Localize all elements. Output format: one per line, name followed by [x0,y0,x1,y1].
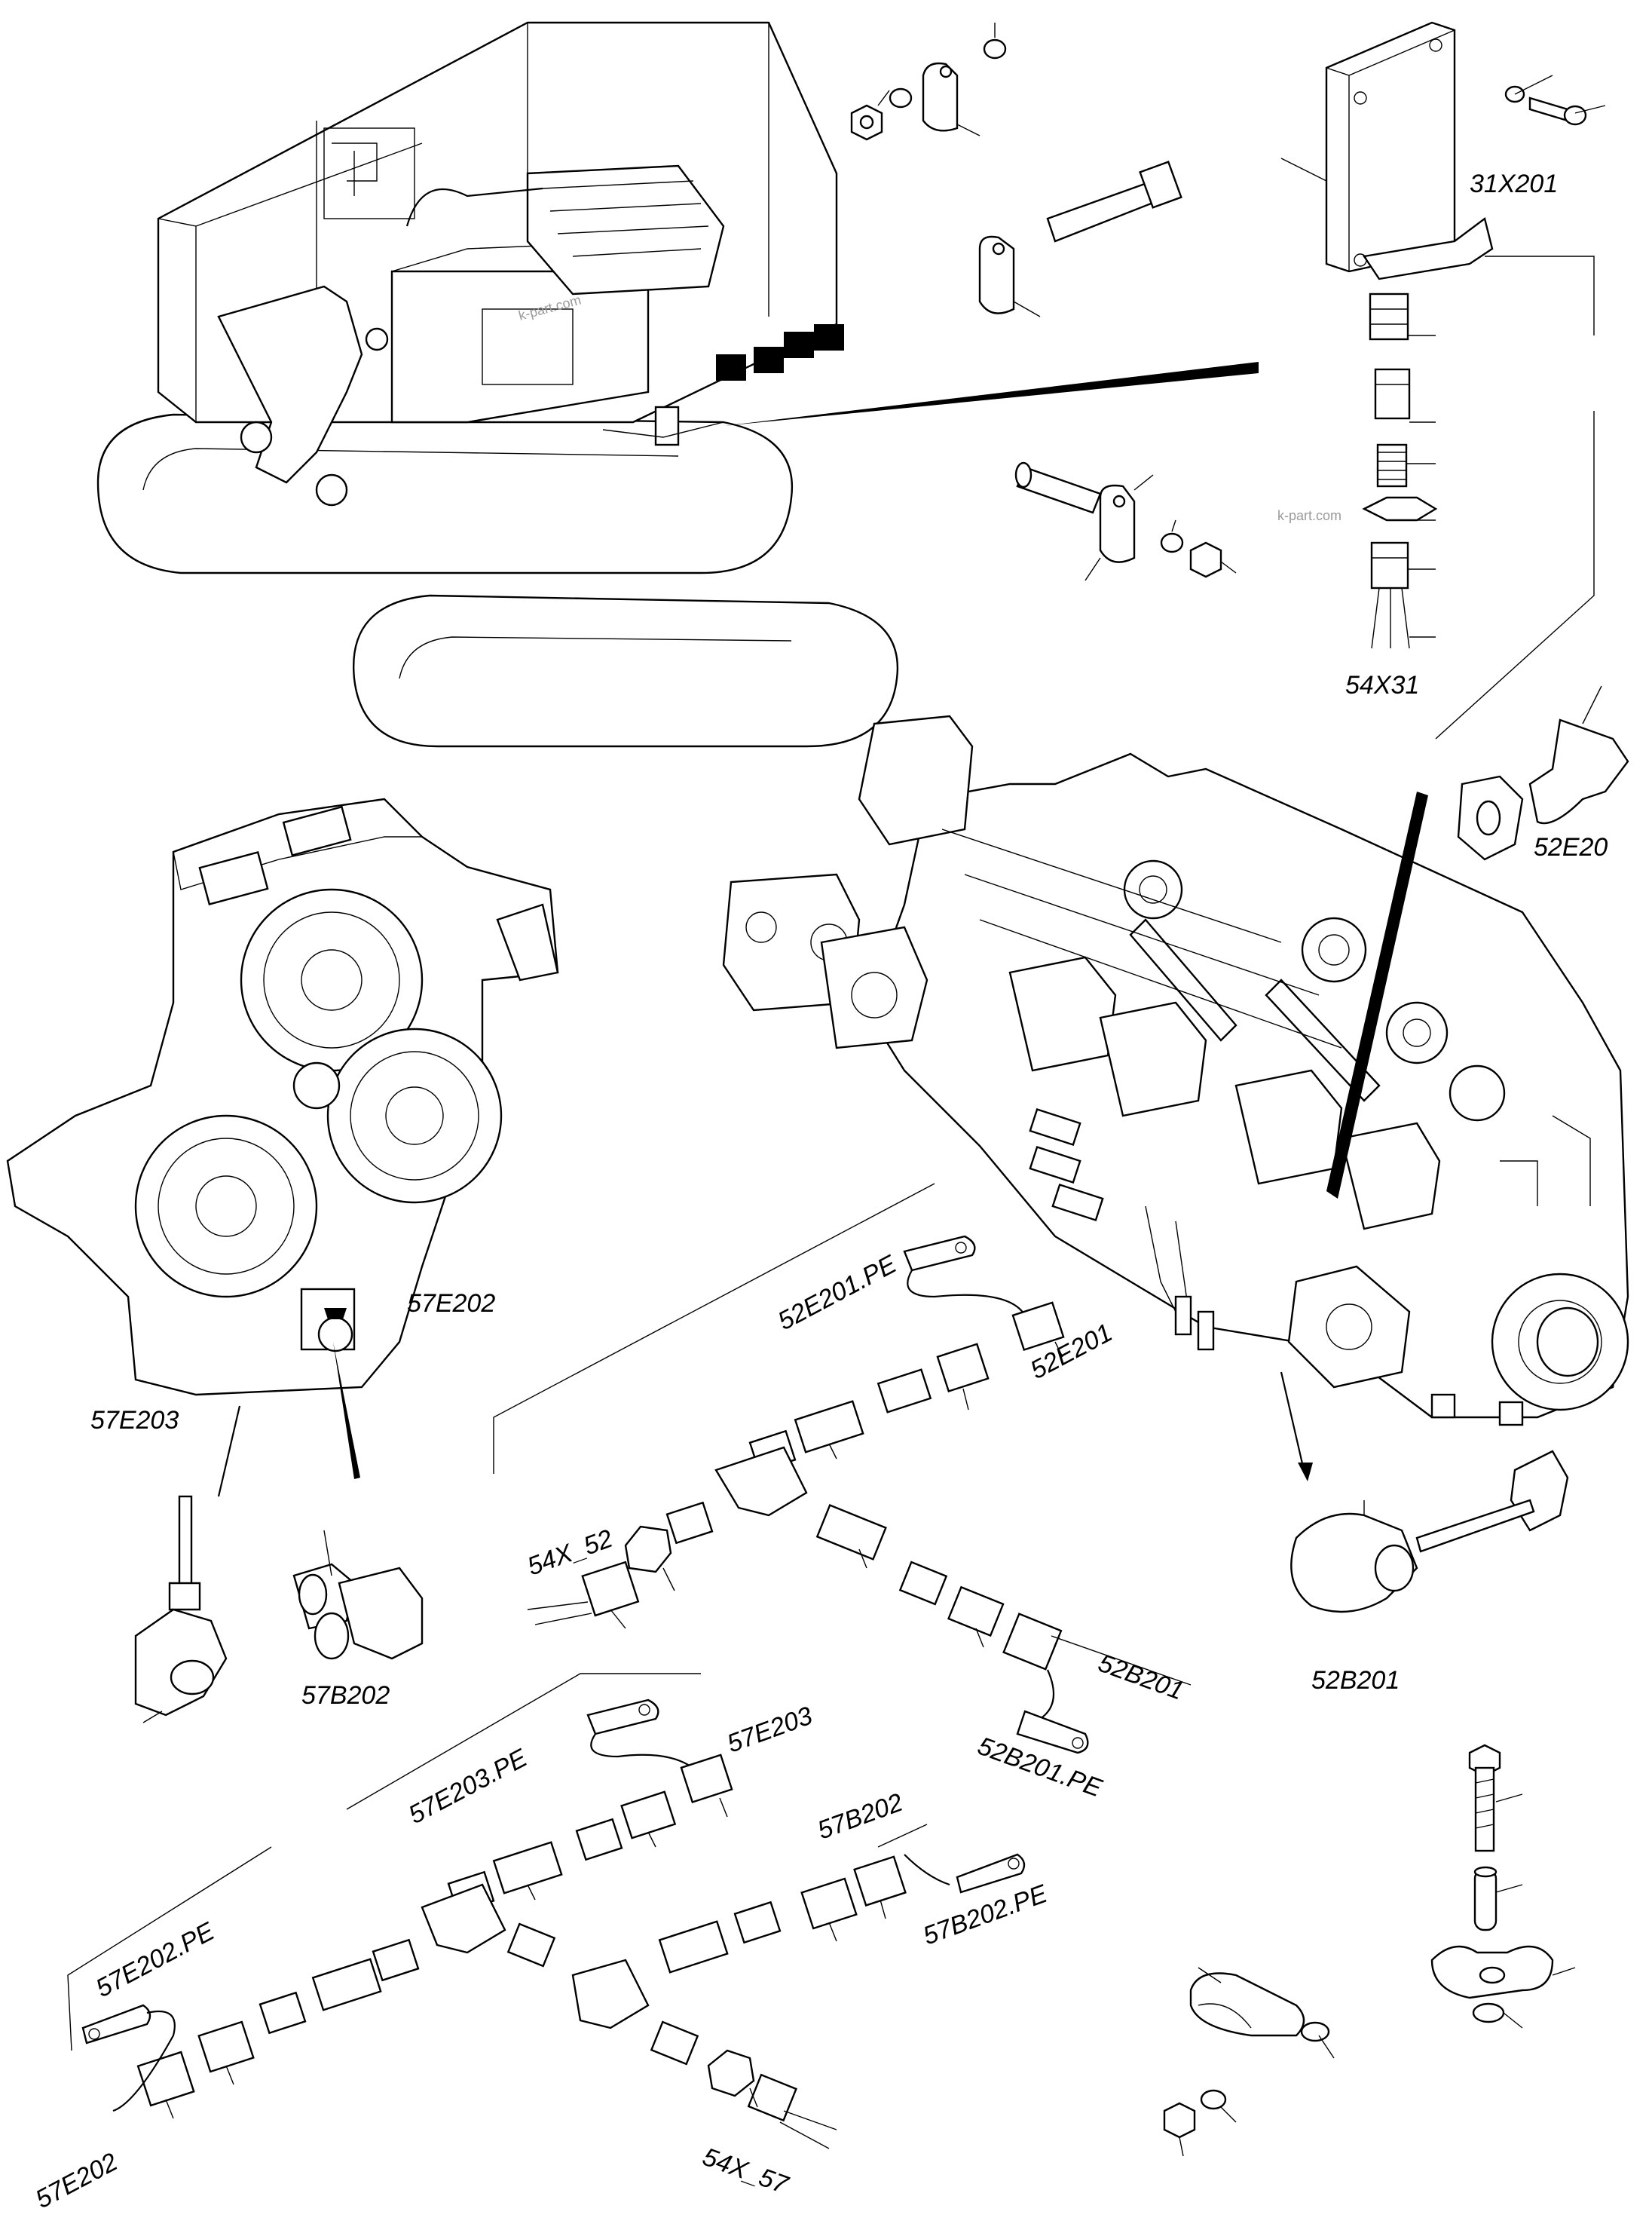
label-57e203-pe: 57E203.PE [404,1744,532,1830]
label-57b202: 57B202 [301,1681,390,1710]
label-57e202-pe: 57E202.PE [91,1917,219,2003]
connector-31x201-stack [1280,21,1606,740]
label-57b202-cable: 57B202 [814,1788,907,1845]
excavator-illustration [96,21,1259,748]
clamp-set-bottom [1163,1744,1576,2157]
label-57e203: 57E203 [90,1406,179,1435]
label-54x31: 54X31 [1345,671,1419,700]
label-52e20: 52E20 [1534,833,1608,862]
label-57e203-cable: 57E203 [724,1702,816,1759]
label-52e201-pe: 52E201.PE [773,1250,901,1336]
harness-52e201 [493,1183,1192,1754]
label-52b201: 52B201 [1094,1649,1187,1706]
harness-57 [67,1673,1026,2149]
label-57b202-pe: 57B202.PE [919,1879,1051,1951]
sensor-57e203 [134,1495,228,1723]
watermark-2: k-part.com [1277,508,1341,523]
clamp-set-top [850,23,1237,581]
gearbox-illustration [6,798,559,1497]
label-31x201: 31X201 [1470,170,1558,198]
label-54x-57: 54X_57 [699,2143,792,2200]
sensor-52b201 [1290,1450,1569,1613]
label-52b201-sensor: 52B201 [1311,1666,1400,1695]
engine-illustration [722,715,1629,1481]
label-57e202: 57E202 [407,1289,495,1318]
sensor-52e20 [1457,685,1629,861]
label-57e202-cable: 57E202 [31,2147,122,2214]
switch-57b202 [292,1530,424,1660]
